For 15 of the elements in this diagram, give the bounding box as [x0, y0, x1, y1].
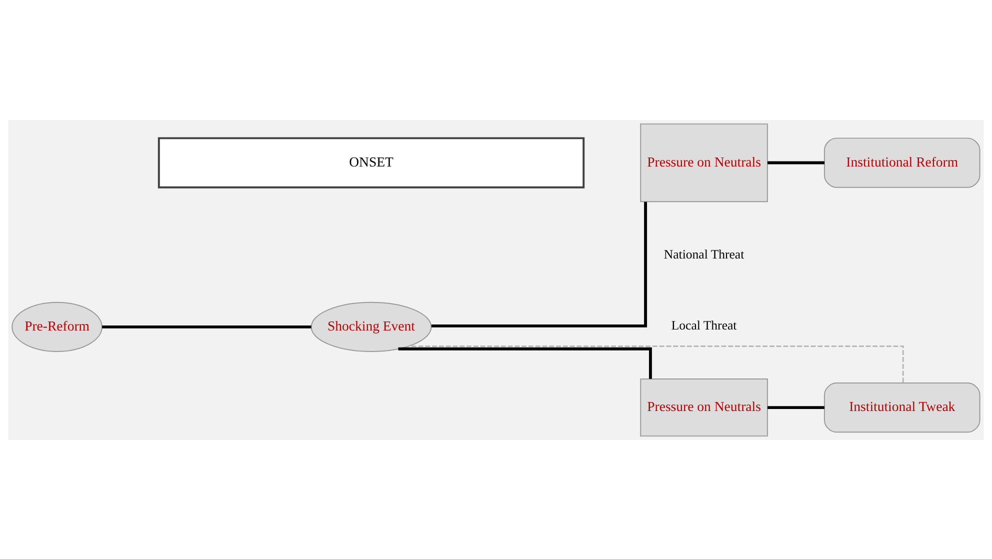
node-box: Institutional Reform: [824, 137, 980, 188]
node-box: Pressure on Neutrals: [640, 122, 768, 202]
node-box: Institutional Tweak: [824, 382, 980, 432]
connector: [768, 160, 824, 164]
node-box: ONSET: [158, 136, 585, 188]
connector: [768, 406, 824, 409]
node-ellipse: Shocking Event: [310, 301, 432, 352]
label: National Threat: [664, 247, 744, 262]
connector: [408, 345, 904, 382]
label: Local Threat: [671, 318, 737, 332]
connector: [431, 201, 648, 327]
connector: [102, 324, 312, 328]
node-ellipse: Pre-Reform: [12, 301, 102, 352]
node-box: Pressure on Neutrals: [640, 378, 768, 436]
connector: [398, 346, 652, 378]
